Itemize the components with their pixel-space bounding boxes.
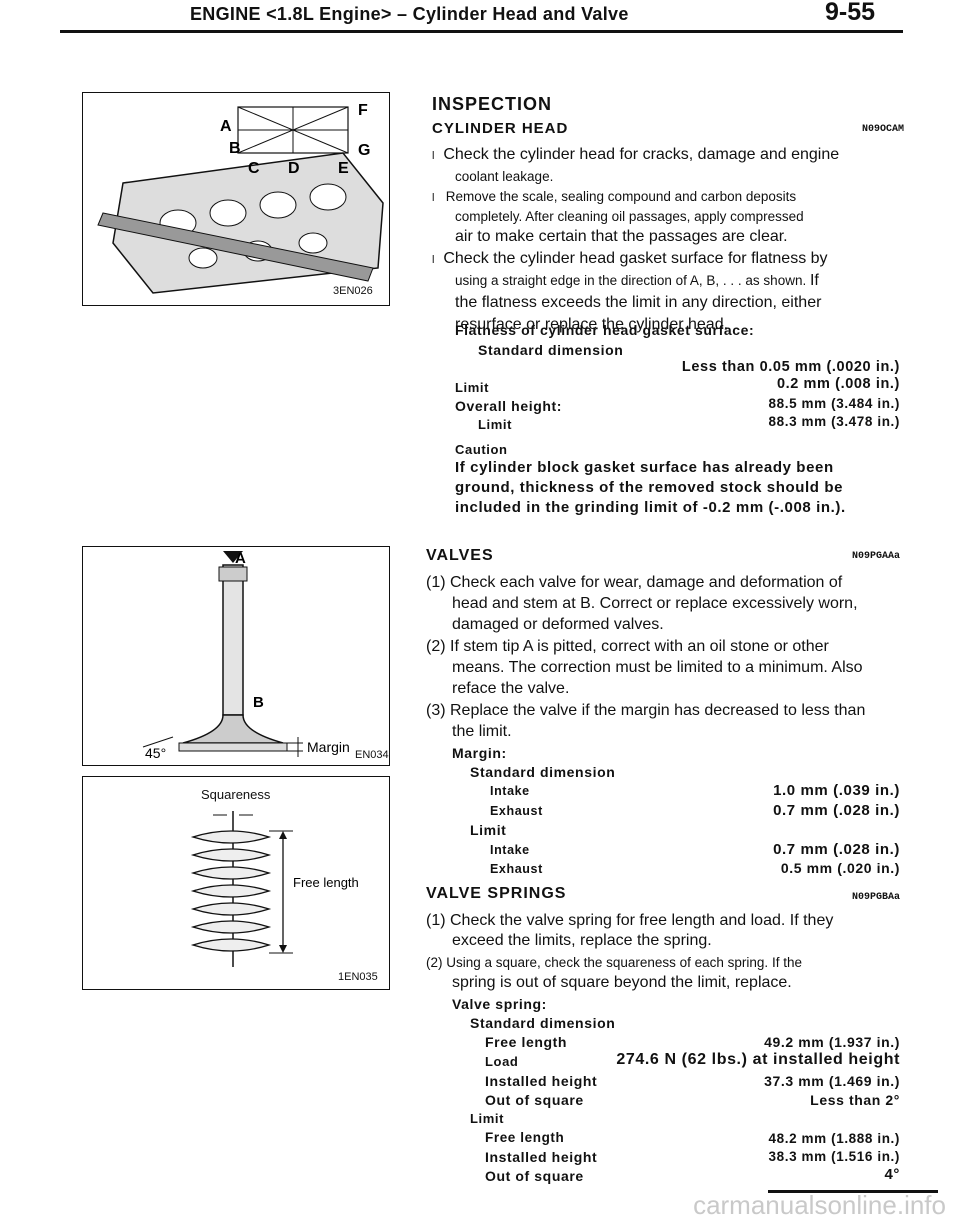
valves-item-2: (2) If stem tip A is pitted, correct wit…	[426, 638, 829, 655]
limit-free-length-value: 48.2 mm (1.888 in.)	[768, 1131, 900, 1146]
fig1-label-d: D	[288, 160, 300, 177]
bullet-3-cont3: resurface or replace the cylinder head.	[455, 316, 729, 333]
valve-springs-heading: VALVE SPRINGS	[426, 885, 567, 902]
inspection-heading: INSPECTION	[432, 94, 553, 114]
springs-item-1: (1) Check the valve spring for free leng…	[426, 912, 834, 929]
limit-exhaust-value: 0.5 mm (.020 in.)	[780, 860, 900, 876]
figure-valve-spring: Squareness Free length 1EN035	[82, 776, 390, 990]
intake-label: Intake	[490, 784, 530, 798]
exhaust-label: Exhaust	[490, 804, 543, 818]
valves-item-1-cont2: damaged or deformed valves.	[452, 616, 664, 633]
caution-label: Caution	[455, 442, 508, 457]
free-length-value: 49.2 mm (1.937 in.)	[764, 1034, 900, 1050]
margin-label: Margin:	[452, 745, 507, 761]
springs-std-label: Standard dimension	[470, 1015, 616, 1031]
valves-code: N09PGAAa	[852, 551, 901, 562]
figure-code: EN034	[355, 749, 389, 761]
installed-height-label: Installed height	[485, 1073, 598, 1089]
limit-out-of-square-label: Out of square	[485, 1168, 584, 1184]
springs-item-2-cont: spring is out of square beyond the limit…	[452, 974, 792, 991]
out-of-square-value: Less than 2°	[810, 1092, 900, 1108]
section-code: N09OCAM	[862, 124, 905, 135]
fig2-label-a: A	[235, 550, 246, 567]
footer-rule	[768, 1190, 938, 1193]
valve-spring-title: Valve spring:	[452, 996, 547, 1012]
intake-value: 1.0 mm (.039 in.)	[773, 782, 900, 799]
fig1-label-c: C	[248, 160, 260, 177]
page-header: ENGINE <1.8L Engine> – Cylinder Head and…	[0, 0, 960, 33]
exhaust-value: 0.7 mm (.028 in.)	[773, 802, 900, 819]
standard-dimension-label: Standard dimension	[478, 342, 624, 358]
figure-cylinder-head: A B C D E F G 3EN026	[82, 92, 390, 306]
limit-out-of-square-value: 4°	[884, 1166, 900, 1183]
out-of-square-label: Out of square	[485, 1092, 584, 1108]
watermark: carmanualsonline.info	[693, 1190, 946, 1220]
valves-std-label: Standard dimension	[470, 764, 616, 780]
caution-line-3: included in the grinding limit of -0.2 m…	[455, 499, 846, 516]
fig1-label-a: A	[220, 118, 232, 135]
caution-line-2: ground, thickness of the removed stock s…	[455, 479, 844, 496]
fig1-label-g: G	[358, 142, 370, 159]
header-title: ENGINE <1.8L Engine> – Cylinder Head and…	[190, 4, 629, 24]
standard-dimension-value: Less than 0.05 mm (.0020 in.)	[681, 359, 900, 375]
cylinder-head-illustration: A B C D E F G	[97, 102, 384, 294]
free-length-label: Free length	[293, 875, 359, 890]
valves-item-1: (1) Check each valve for wear, damage an…	[426, 574, 843, 591]
bullet-3-cont2: the flatness exceeds the limit in any di…	[455, 294, 822, 311]
valves-item-1-cont: head and stem at B. Correct or replace e…	[452, 595, 858, 612]
figure-valve: A B 45° Margin EN034	[82, 546, 390, 766]
fig1-label-b: B	[229, 140, 241, 157]
bullet-2: l Remove the scale, sealing compound and…	[432, 189, 797, 204]
fig1-label-e: E	[338, 160, 349, 177]
springs-item-1-cont: exceed the limits, replace the spring.	[452, 932, 712, 949]
limit2-value: 88.3 mm (3.478 in.)	[768, 414, 900, 429]
figure-code: 3EN026	[333, 285, 373, 297]
bullet-2-cont2: air to make certain that the passages ar…	[455, 228, 788, 245]
load-value: 274.6 N (62 lbs.) at installed height	[616, 1051, 900, 1068]
limit-free-length-label: Free length	[485, 1130, 565, 1145]
installed-height-value: 37.3 mm (1.469 in.)	[764, 1073, 900, 1089]
limit-value: 0.2 mm (.008 in.)	[776, 376, 900, 392]
fig1-label-f: F	[358, 102, 368, 119]
valves-item-2-cont2: reface the valve.	[452, 680, 570, 697]
limit-intake-label: Intake	[490, 843, 530, 857]
limit-installed-height-value: 38.3 mm (1.516 in.)	[768, 1149, 900, 1164]
bullet-2-cont: completely. After cleaning oil passages,…	[455, 209, 804, 224]
valves-heading: VALVES	[426, 547, 494, 564]
bullet-3-cont: using a straight edge in the direction o…	[455, 272, 819, 289]
page-number: 9-55	[825, 0, 876, 26]
limit2-label: Limit	[478, 417, 513, 432]
figure-code: 1EN035	[338, 971, 378, 983]
limit-intake-value: 0.7 mm (.028 in.)	[773, 841, 900, 858]
springs-item-2: (2) Using a square, check the squareness…	[426, 955, 802, 970]
valves-item-3-cont: the limit.	[452, 723, 512, 740]
fig2-angle: 45°	[145, 745, 166, 761]
limit-exhaust-label: Exhaust	[490, 862, 543, 876]
fig2-margin-label: Margin	[307, 739, 350, 755]
overall-height-label: Overall height:	[455, 398, 563, 414]
bullet-1: l Check the cylinder head for cracks, da…	[432, 146, 840, 163]
limit-installed-height-label: Installed height	[485, 1149, 598, 1165]
limit-label: Limit	[455, 380, 490, 395]
flatness-title-text: Flatness of cylinder head gasket surface…	[455, 322, 755, 338]
squareness-label: Squareness	[201, 787, 271, 802]
valve-illustration: A B 45° Margin	[142, 550, 350, 761]
valves-limit-label: Limit	[470, 822, 507, 838]
spring-illustration: Free length	[190, 811, 359, 967]
caution-line-1: If cylinder block gasket surface has alr…	[455, 459, 834, 476]
bullet-1-cont: coolant leakage.	[455, 169, 554, 184]
springs-limit-label: Limit	[470, 1111, 505, 1126]
free-length-label: Free length	[485, 1034, 568, 1050]
header-rule	[60, 30, 903, 33]
valves-item-2-cont: means. The correction must be limited to…	[452, 659, 863, 676]
fig2-label-b: B	[253, 694, 264, 711]
overall-height-value: 88.5 mm (3.484 in.)	[768, 396, 900, 411]
valves-item-3: (3) Replace the valve if the margin has …	[426, 702, 866, 719]
load-label: Load	[485, 1054, 519, 1069]
springs-code: N09PGBAa	[852, 892, 901, 903]
bullet-3: l Check the cylinder head gasket surface…	[432, 250, 828, 267]
cylinder-head-heading: CYLINDER HEAD	[432, 120, 569, 137]
